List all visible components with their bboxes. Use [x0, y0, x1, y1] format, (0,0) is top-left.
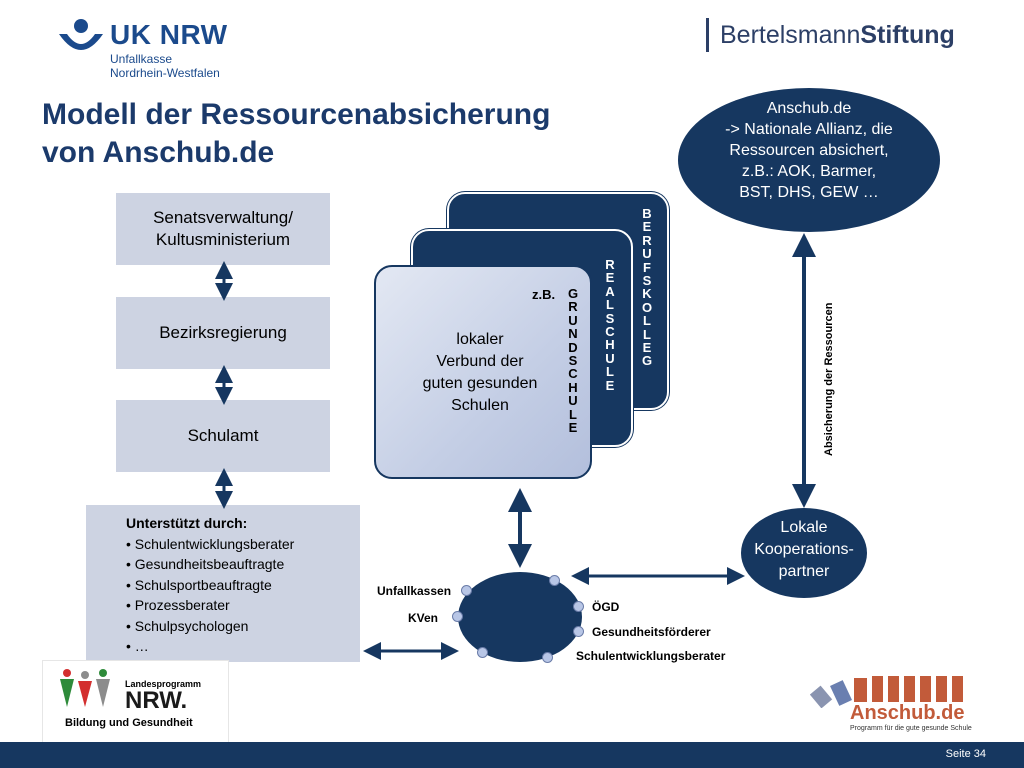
footer-bar: Seite 34 [0, 742, 1024, 768]
oval-line4: z.B.: AOK, Barmer, [741, 163, 877, 180]
oval-line3: Ressourcen absichert, [729, 142, 889, 159]
people-figures-icon [60, 669, 110, 707]
uk-nrw-line2: Nordrhein-Westfalen [110, 66, 220, 80]
logo-divider [706, 18, 709, 52]
oval-line5: BST, DHS, GEW … [739, 184, 879, 201]
support-box: Unterstützt durch: • Schulentwicklungsbe… [86, 505, 360, 662]
page-title: Modell der Ressourcenabsicherung von Ans… [42, 96, 642, 172]
network-node [573, 601, 584, 612]
card-line3: guten gesunden [422, 375, 538, 392]
page-number: Seite 34 [945, 748, 986, 760]
uk-nrw-emblem-icon [59, 19, 103, 50]
box-senatsverwaltung: Senatsverwaltung/ Kultusministerium [116, 193, 330, 265]
support-item: • … [126, 638, 149, 654]
title-line1: Modell der Ressourcenabsicherung [42, 98, 551, 131]
box-schulamt: Schulamt [116, 400, 330, 472]
card-line1: lokaler [456, 331, 504, 348]
network-node [549, 575, 560, 586]
network-label-gesundheitsfoerderer: Gesundheitsförderer [592, 625, 711, 639]
network-label-oegd: ÖGD [592, 600, 620, 614]
box1-line1: Senatsverwaltung/ [153, 208, 293, 227]
support-heading: Unterstützt durch: [126, 515, 248, 531]
box2-label: Bezirksregierung [159, 323, 287, 342]
box1-line2: Kultusministerium [155, 230, 291, 249]
landesprogramm-line3: Bildung und Gesundheit [65, 717, 193, 729]
anschub-logo-name: Anschub.de [850, 702, 965, 724]
lokal-line3: partner [778, 563, 830, 580]
uk-nrw-logo: UK NRW Unfallkasse Nordrhein-Westfalen [58, 16, 248, 82]
lokal-line2: Kooperations- [754, 541, 854, 558]
box3-label: Schulamt [187, 426, 259, 445]
network-node [461, 585, 472, 596]
title-line2: von Anschub.de [42, 136, 275, 169]
network-label-schulentwicklungsberater: Schulentwicklungsberater [576, 649, 726, 663]
network-label-kven: KVen [408, 611, 439, 625]
network-node [452, 611, 463, 622]
bertelsmann-word: Bertelsmann [720, 21, 861, 49]
card-grundschule: lokaler Verbund der guten gesunden Schul… [374, 265, 592, 479]
example-prefix: z.B. [532, 287, 556, 302]
card-line2: Verbund der [436, 353, 524, 370]
support-item: • Prozessberater [126, 597, 230, 613]
uk-nrw-line1: Unfallkasse [110, 52, 173, 66]
absicherung-label: Absicherung der Ressourcen [823, 302, 835, 456]
support-item: • Schulentwicklungsberater [126, 535, 295, 552]
support-item: • Schulsportbeauftragte [126, 576, 272, 593]
network-node [542, 652, 553, 663]
landesprogramm-logo: Landesprogramm NRW. Bildung und Gesundhe… [42, 660, 229, 744]
card-line4: Schulen [451, 397, 509, 414]
anschub-logo: Anschub.de Programm für die gute gesunde… [810, 672, 980, 736]
landesprogramm-line1: Landesprogramm [125, 679, 202, 689]
bertelsmann-logo: BertelsmannStiftung [706, 16, 986, 56]
lokal-line1: Lokale [780, 519, 828, 536]
domino-icon [810, 676, 963, 708]
oval-line2: -> Nationale Allianz, die [725, 121, 893, 138]
oval-line1: Anschub.de [766, 100, 852, 117]
landesprogramm-nrw: NRW. [125, 687, 188, 714]
network-ellipse [458, 572, 582, 662]
anschub-allianz-oval: Anschub.de -> Nationale Allianz, die Res… [678, 88, 940, 232]
grundschule-card-label: lokaler Verbund der guten gesunden Schul… [376, 329, 590, 417]
support-item: • Schulpsychologen [126, 617, 249, 634]
network-label-unfallkassen: Unfallkassen [377, 584, 452, 598]
network-node [477, 647, 488, 658]
support-item: • Gesundheitsbeauftragte [126, 556, 285, 572]
box-bezirksregierung: Bezirksregierung [116, 297, 330, 369]
stiftung-word: Stiftung [860, 21, 955, 49]
uk-nrw-name: UK NRW [110, 19, 228, 50]
lokale-kooperationspartner-oval: Lokale Kooperations- partner [741, 508, 867, 598]
network-node [573, 626, 584, 637]
anschub-logo-tagline: Programm für die gute gesunde Schule [850, 725, 972, 732]
